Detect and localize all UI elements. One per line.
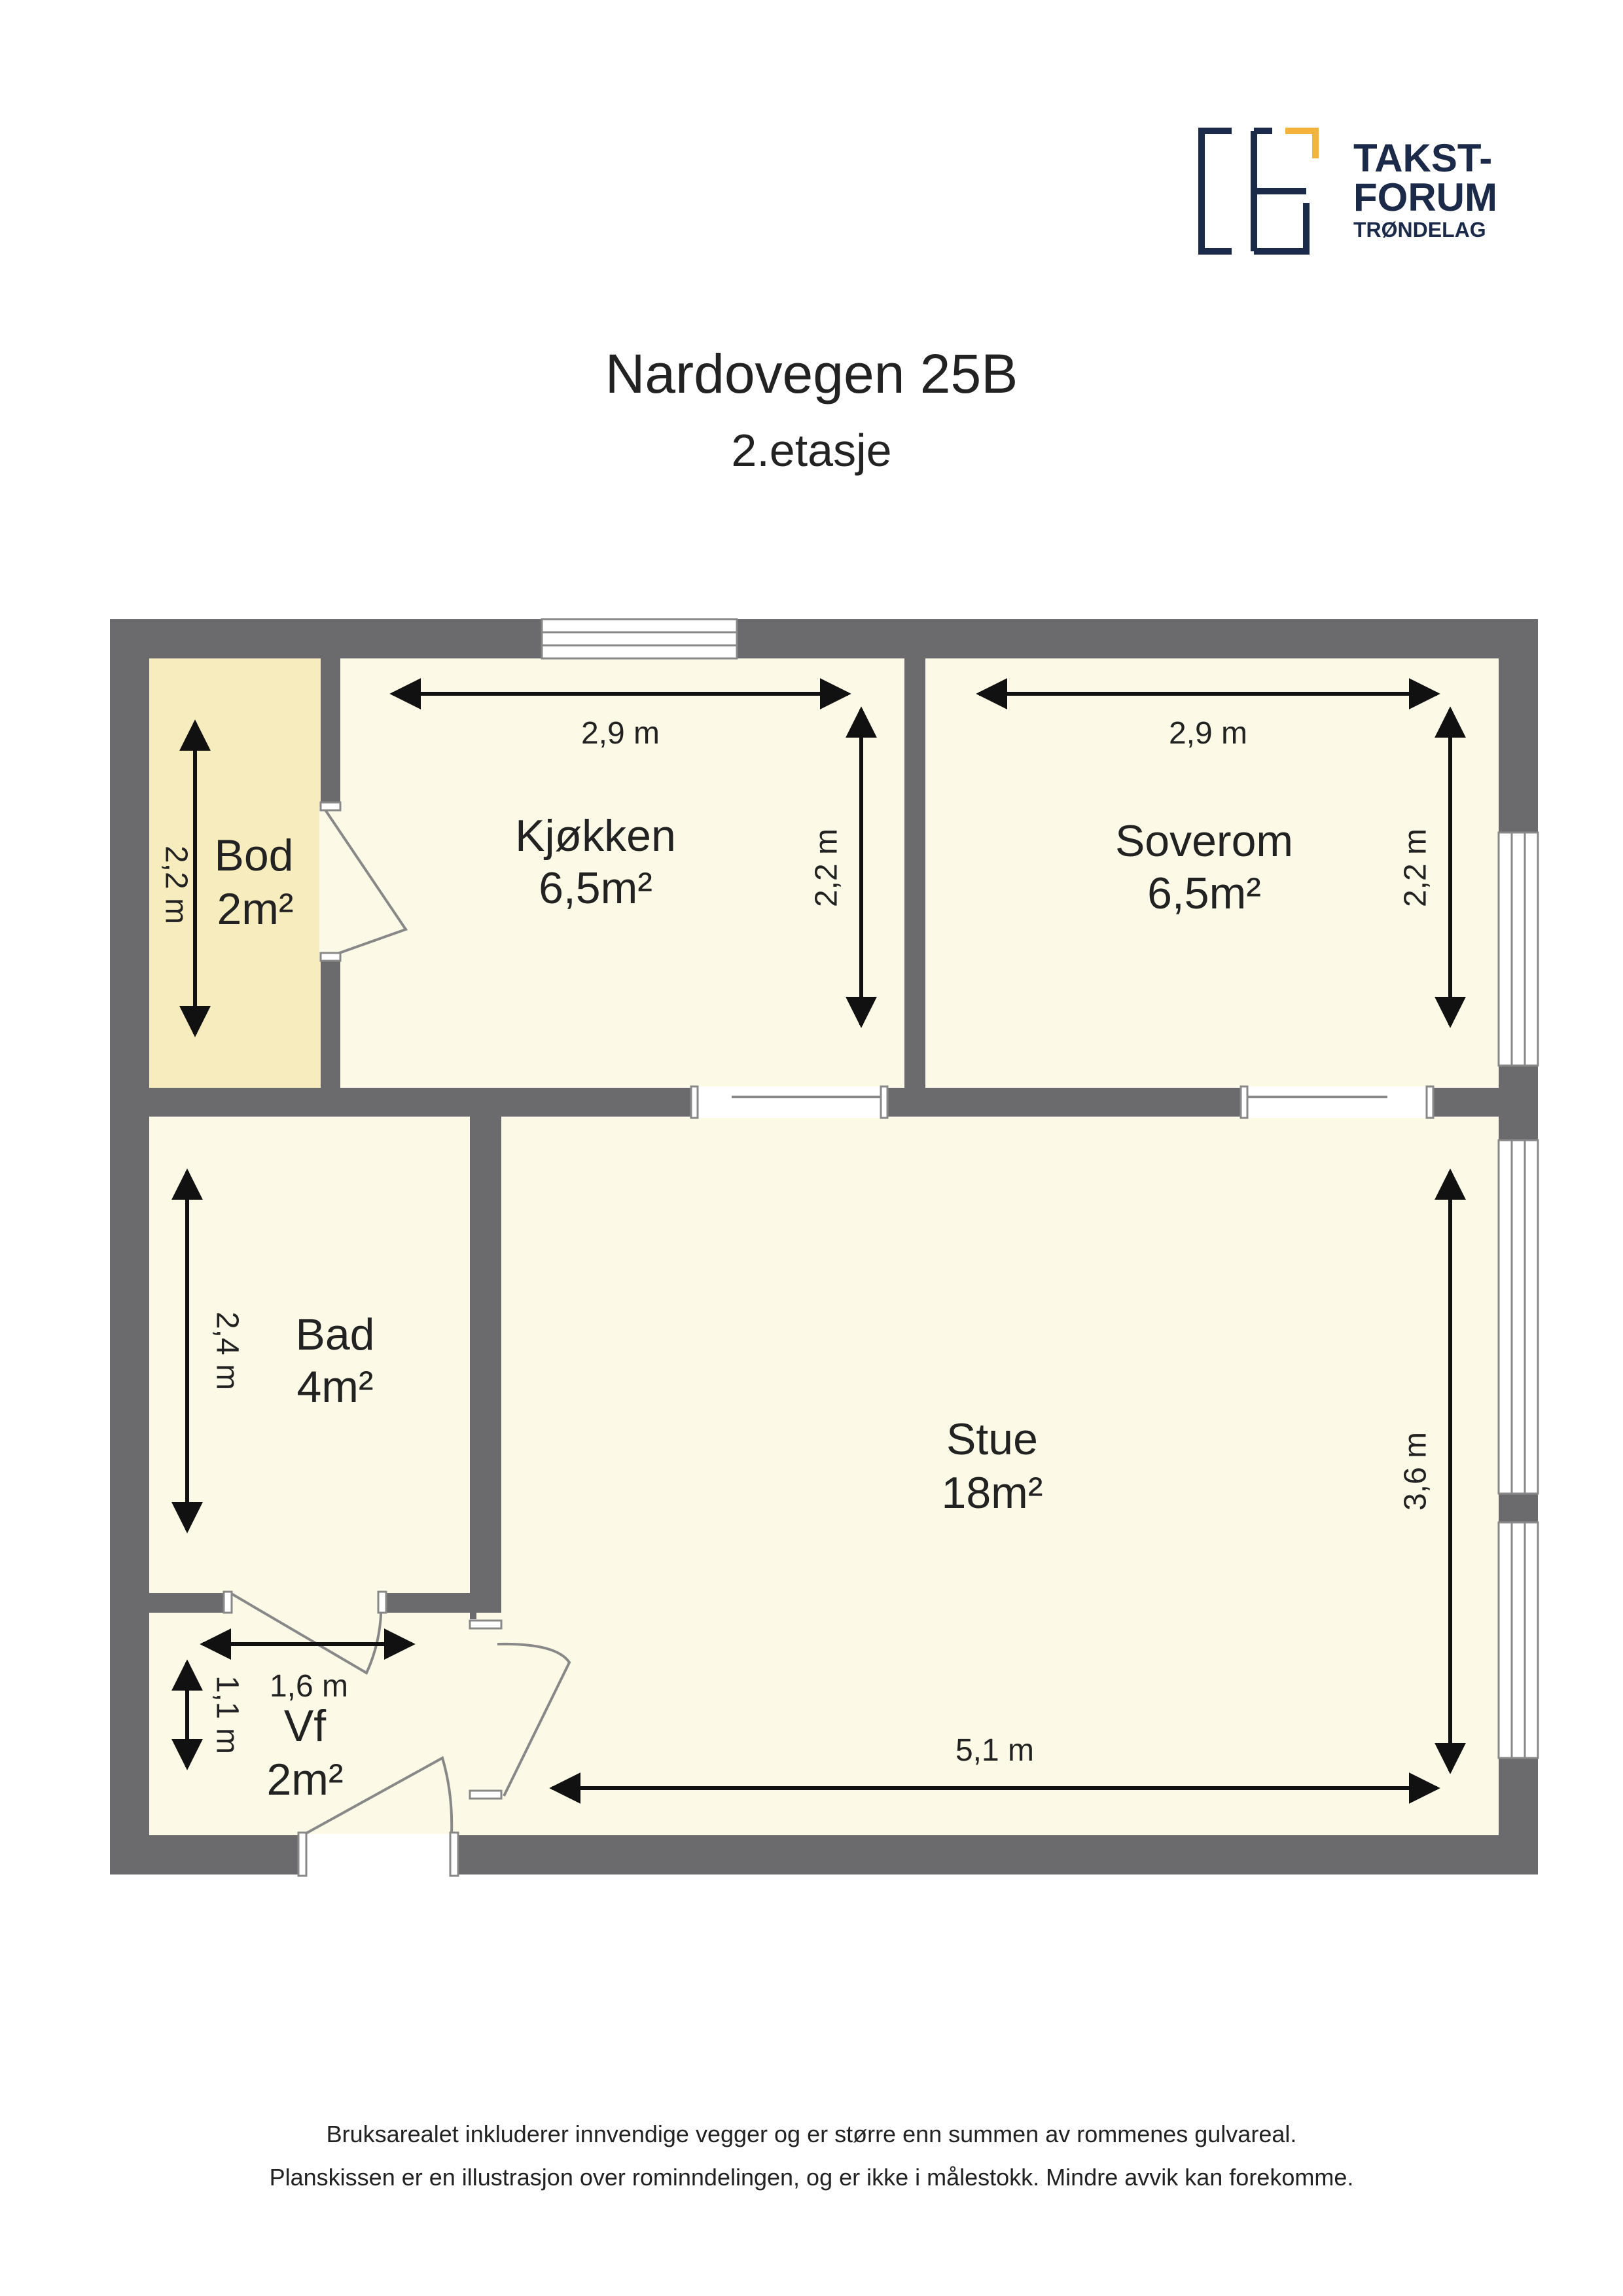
entrance-door-opening <box>305 1834 452 1876</box>
dimension-lines <box>171 678 1466 1804</box>
label-stue-area: 18m² <box>942 1468 1043 1518</box>
window-soverom <box>1497 831 1539 1067</box>
dim-vf-height: 1,1 m <box>209 1676 244 1754</box>
windows <box>541 618 1539 1759</box>
dim-stue-height: 3,6 m <box>1399 1432 1433 1511</box>
label-bad-name: Bad <box>296 1310 375 1359</box>
page-subtitle: 2.etasje <box>731 425 891 476</box>
page-title: Nardovegen 25B <box>605 343 1018 404</box>
dim-kjokken-width: 2,9 m <box>581 716 660 751</box>
dim-bad-height: 2,4 m <box>209 1312 244 1390</box>
dim-soverom-height: 2,2 m <box>1399 829 1433 907</box>
vf-stue-opening <box>465 1613 504 1835</box>
logo-line-3: TRØNDELAG <box>1353 218 1486 242</box>
logo-line-1: TAKST- <box>1353 136 1492 180</box>
takstforum-logo: TAKST- FORUM TRØNDELAG <box>1198 128 1497 255</box>
logo-line-2: FORUM <box>1353 175 1497 219</box>
label-soverom-name: Soverom <box>1115 816 1293 866</box>
window-stue-1 <box>1497 1139 1539 1495</box>
dim-kjokken-height: 2,2 m <box>810 829 844 907</box>
room-bod <box>149 658 321 1088</box>
window-kjokken <box>541 618 738 660</box>
dim-vf-width: 1,6 m <box>270 1669 348 1704</box>
label-kjokken-name: Kjøkken <box>515 811 676 861</box>
label-bod-area: 2m² <box>217 884 293 934</box>
door-swings <box>229 808 1387 1835</box>
label-soverom-area: 6,5m² <box>1147 869 1261 918</box>
logo-mark-navy <box>1198 128 1310 255</box>
bod-door-opening <box>319 806 342 961</box>
room-kjokken <box>340 658 904 1088</box>
dim-soverom-width: 2,9 m <box>1169 716 1247 751</box>
dim-bod-height: 2,2 m <box>158 846 193 924</box>
kjokken-stue-opening <box>698 1086 887 1118</box>
footer-note-2: Planskissen er en illustrasjon over romi… <box>269 2164 1354 2191</box>
soverom-stue-opening <box>1247 1086 1432 1118</box>
dim-stue-width: 5,1 m <box>955 1733 1034 1768</box>
label-vf-area: 2m² <box>266 1755 343 1804</box>
room-soverom <box>925 658 1499 1088</box>
room-stue <box>501 1117 1499 1835</box>
window-stue-2 <box>1497 1521 1539 1759</box>
label-bad-area: 4m² <box>296 1362 373 1412</box>
label-bod-name: Bod <box>215 831 294 880</box>
bad-vf-door-opening <box>230 1592 381 1614</box>
label-vf-name: Vf <box>284 1701 326 1751</box>
footer-note-1: Bruksarealet inkluderer innvendige vegge… <box>326 2121 1297 2147</box>
vf-extension <box>470 1613 476 1619</box>
logo-mark-gold <box>1285 128 1319 158</box>
door-jambs <box>223 801 1435 1877</box>
label-stue-name: Stue <box>946 1414 1038 1464</box>
label-kjokken-area: 6,5m² <box>539 863 652 913</box>
